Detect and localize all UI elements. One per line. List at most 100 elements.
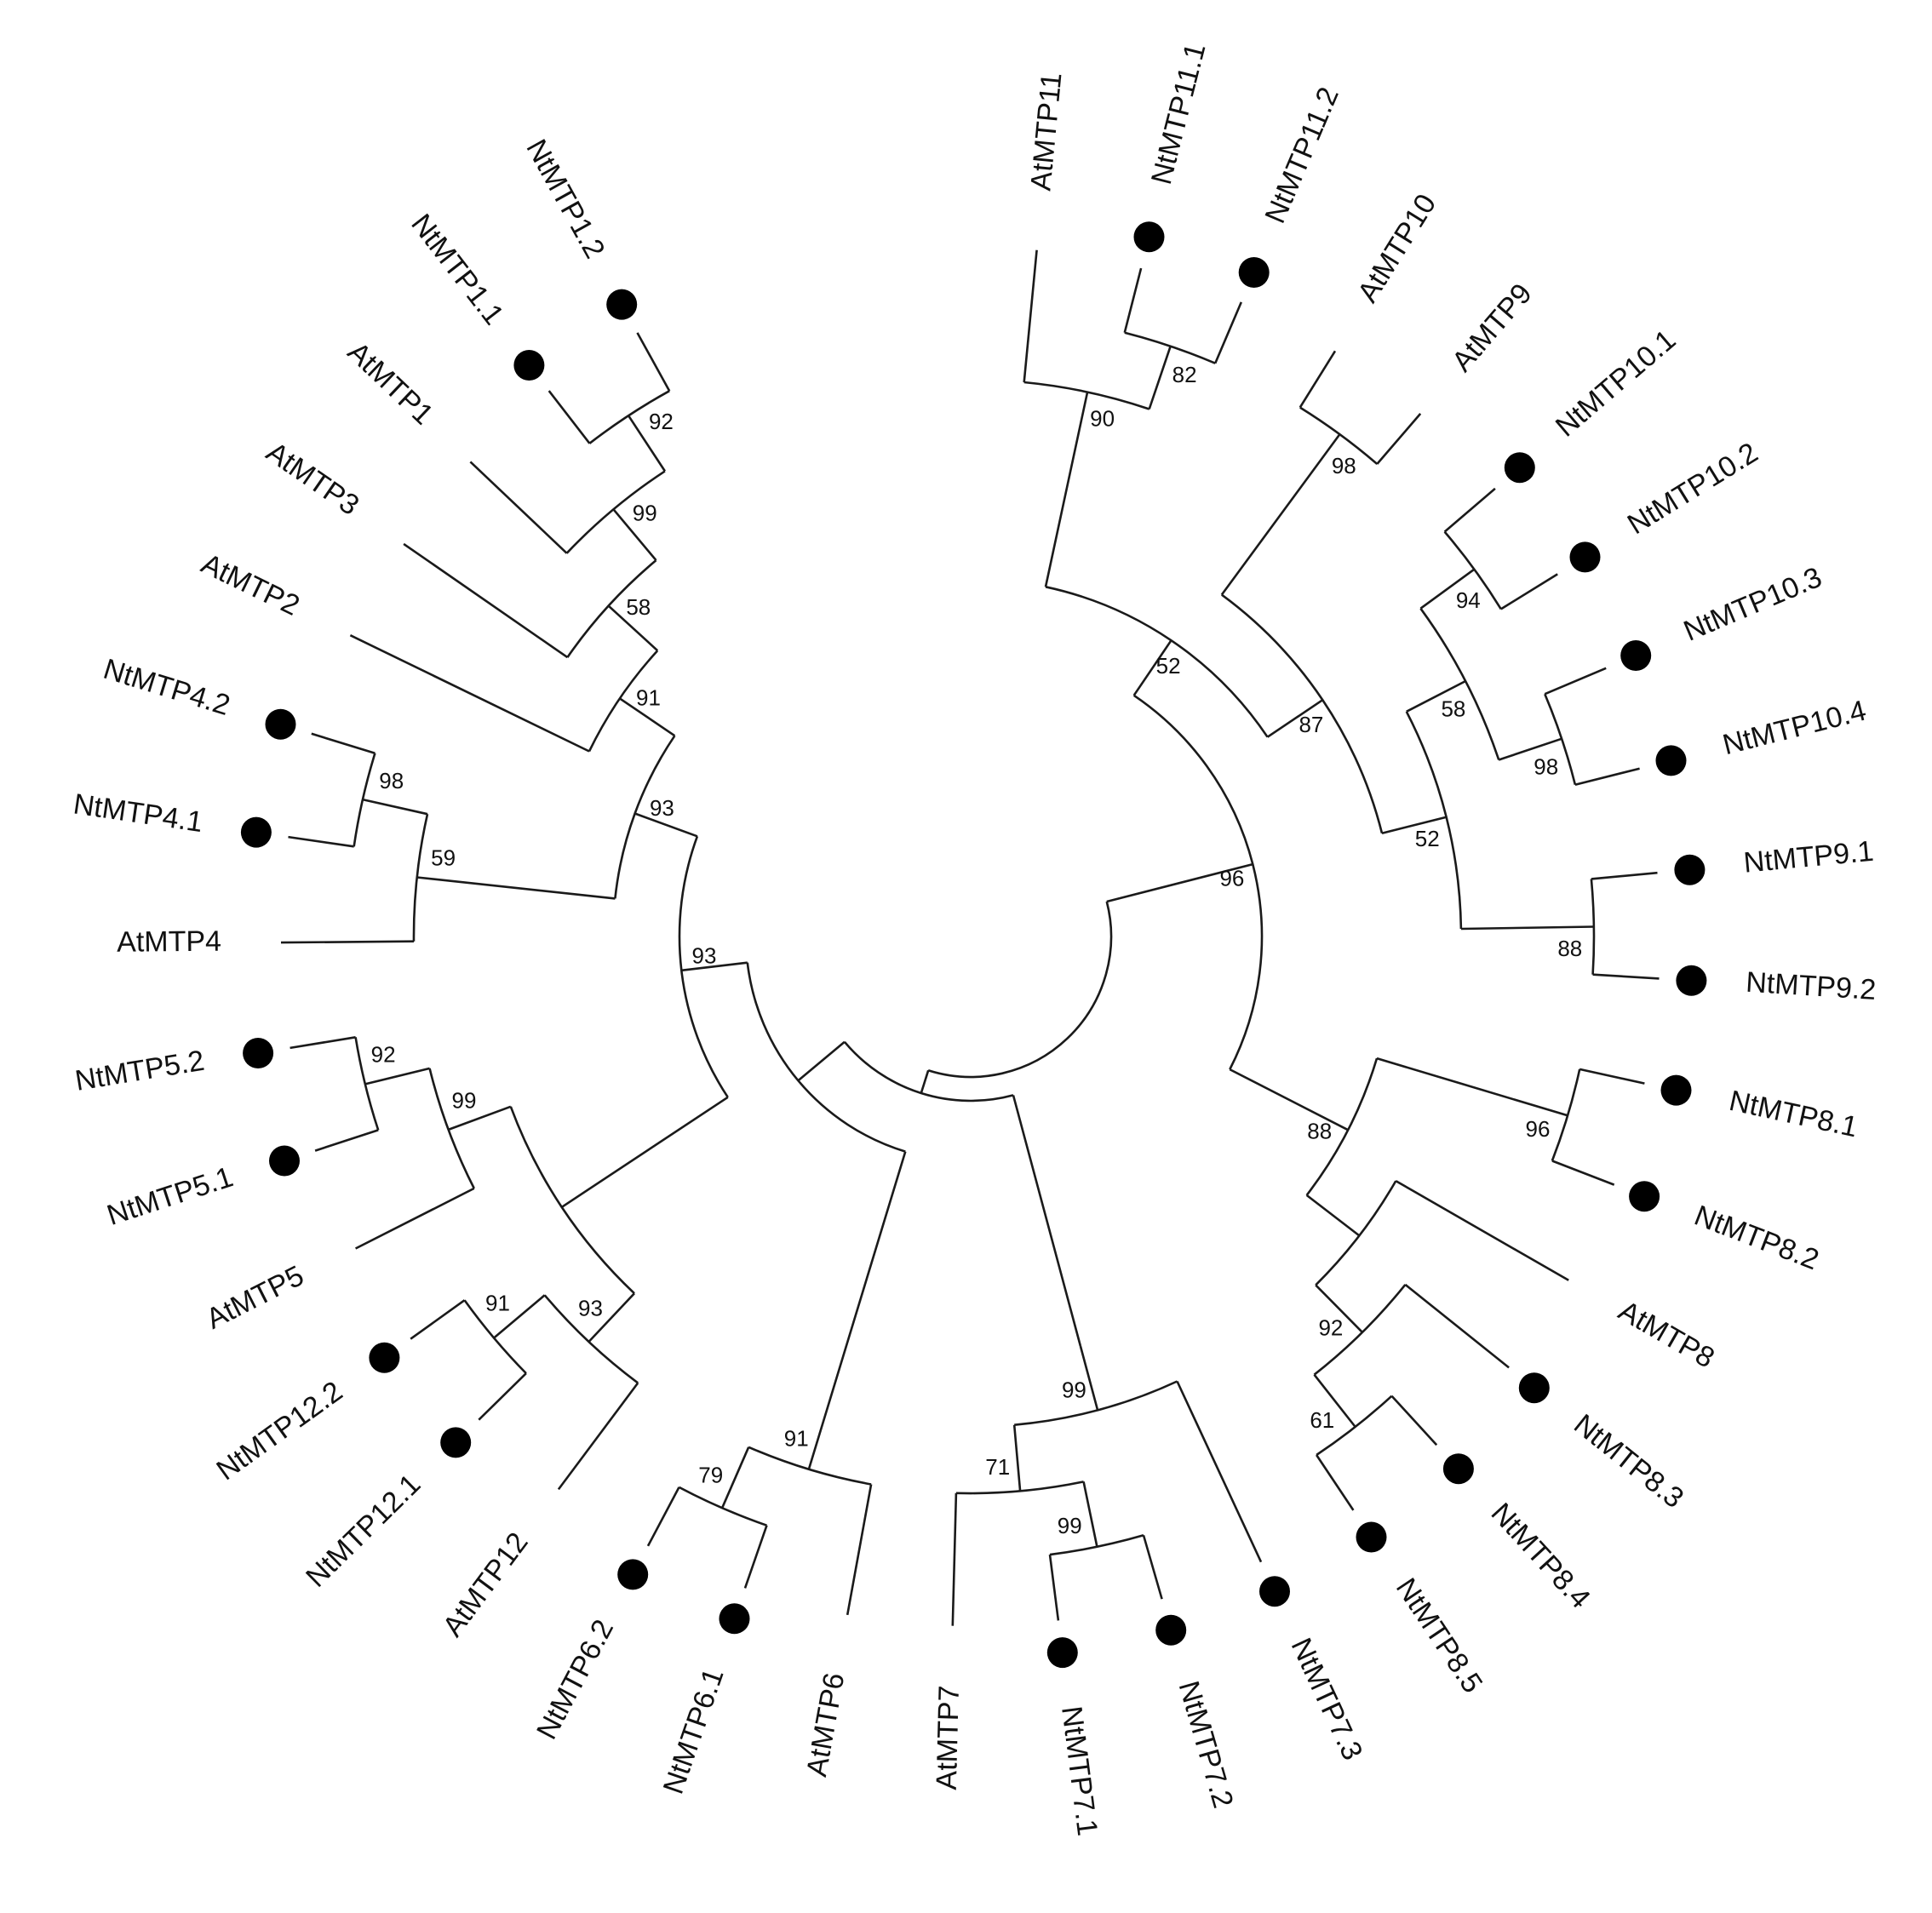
branch-arc (1221, 593, 1384, 834)
branch-arc (1316, 1395, 1393, 1457)
marker-dot-ntmtp8-1 (1660, 1074, 1692, 1106)
branch-line (1214, 301, 1242, 364)
leaf-label-ntmtp9-2: NtMTP9.2 (1745, 966, 1877, 1006)
leaf-label-atmtp5: AtMTP5 (201, 1259, 309, 1335)
leaf-label-ntmtp5-2: NtMTP5.2 (73, 1045, 207, 1097)
leaf-label-atmtp10: AtMTP10 (1351, 188, 1442, 307)
leaf-label-atmtp3: AtMTP3 (261, 436, 365, 522)
branch-line (416, 876, 616, 900)
branch-line (493, 1294, 546, 1339)
bootstrap-value: 99 (633, 501, 657, 526)
bootstrap-value: 88 (1557, 936, 1582, 961)
branch-line (1299, 350, 1337, 409)
bootstrap-value: 93 (692, 942, 717, 968)
leaf-label-ntmtp7-1: NtMTP7.1 (1055, 1704, 1104, 1838)
bootstrap-value: 82 (1172, 362, 1197, 387)
bootstrap-value: 79 (698, 1462, 723, 1487)
bootstrap-value: 92 (371, 1041, 396, 1067)
marker-dot-ntmtp11-2 (1238, 257, 1270, 288)
branch-arc (1045, 586, 1269, 738)
leaf-label-atmtp4: AtMTP4 (117, 925, 221, 959)
leaf-label-ntmtp10-3: NtMTP10.3 (1679, 561, 1826, 648)
bootstrap-value: 52 (1156, 653, 1181, 679)
bootstrap-value: 90 (1090, 405, 1115, 431)
bootstrap-value: 99 (452, 1087, 477, 1113)
marker-dot-ntmtp8-3 (1518, 1372, 1550, 1404)
marker-dot-ntmtp6-2 (617, 1559, 649, 1590)
branch-line (1012, 1095, 1082, 1347)
branch-line (1082, 1481, 1098, 1548)
branch-line (1012, 1424, 1022, 1492)
branch-line (1500, 573, 1558, 610)
leaf-label-ntmtp11-1: NtMTP11.1 (1145, 40, 1213, 188)
marker-dot-ntmtp6-1 (719, 1603, 750, 1635)
branch-arc (1544, 693, 1577, 786)
marker-dot-ntmtp4-2 (265, 708, 296, 740)
branch-arc (1124, 331, 1216, 364)
branch-line (636, 332, 671, 392)
leaf-label-ntmtp10-1: NtMTP10.1 (1550, 324, 1682, 444)
branch-arc (1443, 530, 1502, 610)
branch-line (1048, 1554, 1060, 1621)
branch-line (355, 1187, 475, 1250)
marker-dot-ntmtp8-5 (1356, 1521, 1387, 1553)
branch-line (469, 461, 568, 554)
branch-line (846, 1484, 873, 1616)
branch-line (1591, 871, 1658, 880)
marker-dot-ntmtp8-2 (1629, 1181, 1660, 1212)
branch-arc (1299, 406, 1379, 465)
branch-line (1404, 1283, 1510, 1369)
marker-dot-ntmtp9-2 (1676, 965, 1707, 996)
branch-arc (1313, 1284, 1407, 1376)
branch-line (1305, 1194, 1361, 1237)
branch-line (1266, 699, 1324, 738)
branch-arc (1315, 1180, 1397, 1286)
branch-arc (678, 835, 729, 1098)
branch-line (612, 508, 657, 561)
branch-arc (746, 962, 906, 1153)
bootstrap-value: 93 (650, 795, 674, 821)
branch-line (1079, 1345, 1099, 1411)
marker-dot-ntmtp12-2 (369, 1342, 400, 1373)
branch-line (1551, 1160, 1615, 1186)
leaf-label-ntmtp12-1: NtMTP12.1 (300, 1468, 427, 1594)
leaf-label-atmtp8: AtMTP8 (1613, 1294, 1719, 1374)
leaf-label-ntmtp10-2: NtMTP10.2 (1622, 437, 1763, 541)
branch-arc (1419, 607, 1500, 760)
branch-line (1106, 862, 1253, 903)
branch-line (797, 1040, 846, 1082)
branch-line (311, 732, 376, 755)
branch-arc (1049, 1534, 1144, 1556)
branch-line (1044, 392, 1089, 587)
bootstrap-value: 98 (1332, 453, 1356, 478)
leaf-label-ntmtp4-2: NtMTP4.2 (100, 653, 233, 722)
leaf-label-ntmtp11-2: NtMTP11.2 (1258, 83, 1344, 228)
bootstrap-value: 99 (1058, 1513, 1082, 1538)
branch-arc (1551, 1068, 1581, 1161)
branch-arc (843, 1040, 1014, 1103)
branch-line (1229, 1068, 1349, 1131)
marker-dot-ntmtp5-2 (243, 1038, 274, 1068)
branch-line (1443, 487, 1496, 533)
branch-line (1123, 267, 1143, 334)
leaf-label-ntmtp8-1: NtMTP8.1 (1726, 1085, 1860, 1144)
marker-dot-ntmtp4-1 (240, 816, 272, 848)
branch-line (619, 697, 676, 737)
leaf-label-ntmtp8-2: NtMTP8.2 (1690, 1200, 1823, 1277)
branch-line (362, 798, 428, 816)
branch-line (403, 542, 569, 659)
branch-line (364, 1067, 430, 1085)
branch-arc (1590, 879, 1596, 975)
branch-arc (1023, 381, 1150, 410)
branch-line (1142, 1534, 1163, 1600)
leaf-label-ntmtp8-3: NtMTP8.3 (1568, 1408, 1689, 1515)
branch-line (588, 1292, 635, 1343)
leaf-label-atmtp2: AtMTP2 (197, 547, 305, 622)
bootstrap-value: 92 (649, 409, 674, 434)
branch-line (1313, 1373, 1356, 1428)
branch-line (1316, 1454, 1355, 1511)
bootstrap-value: 91 (784, 1425, 809, 1451)
marker-dot-ntmtp10-2 (1569, 541, 1601, 573)
branch-line (1395, 1179, 1569, 1281)
